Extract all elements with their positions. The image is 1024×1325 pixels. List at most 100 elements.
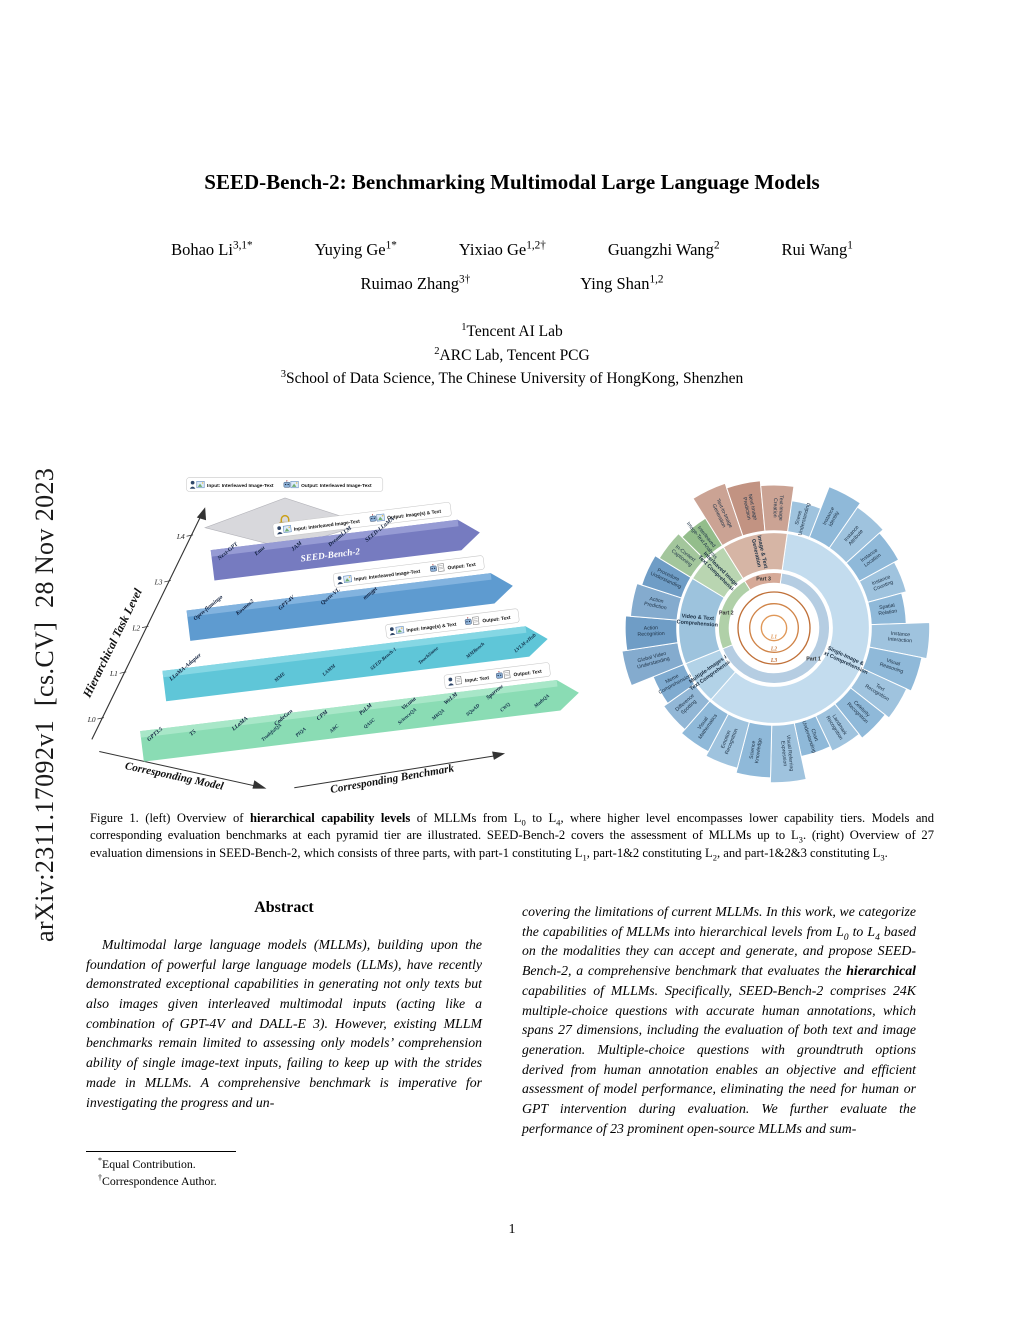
person-icon	[189, 480, 196, 489]
paper-title: SEED-Bench-2: Benchmarking Multimodal La…	[204, 170, 820, 194]
affiliation-text: School of Data Science, The Chinese Univ…	[285, 370, 744, 387]
person-body	[337, 582, 344, 585]
robot-antenna-tip	[432, 564, 434, 566]
axis-tick-mark	[97, 717, 105, 720]
author-affiliation-marker: 1,2†	[526, 239, 546, 252]
robot-antenna-tip	[371, 514, 374, 516]
text-segment: 0	[521, 817, 526, 828]
affiliation-marker: 2	[434, 345, 440, 357]
group-segment	[710, 533, 870, 724]
footnote-correspondence: †Correspondence Author.	[86, 1173, 482, 1190]
pyramid-figure: Hierarchical Task LevelL0L1L2L3L4Corresp…	[79, 477, 579, 796]
text-segment: 4	[556, 817, 561, 828]
robot-icon	[464, 617, 472, 625]
text-segment: Correspondence Author.	[102, 1174, 217, 1189]
doc-sheet	[437, 563, 445, 572]
person-body	[389, 633, 396, 636]
image-sun	[348, 576, 351, 578]
tier-band-top	[162, 626, 527, 678]
tier-band	[186, 573, 513, 641]
text-segment: hierarchical capability levels	[249, 811, 411, 825]
axis-tick-mark	[141, 625, 149, 628]
robot-eye	[431, 567, 433, 570]
text-segment: capabilities of MLLMs. Specifically, SEE…	[522, 982, 916, 1136]
text-segment: , and part-1&2&3 constituting	[716, 845, 873, 860]
robot-eye	[468, 620, 471, 623]
text-segment: 4	[875, 932, 880, 943]
image-icon	[395, 625, 405, 634]
dimension-label: ActionRecognition	[637, 625, 665, 638]
image-mountain	[397, 629, 403, 633]
task-level-axis-label: Hierarchical Task Level	[79, 586, 145, 701]
person-head	[277, 526, 282, 530]
robot-eye	[285, 483, 287, 486]
doc-icon	[437, 563, 445, 572]
text-segment: L	[790, 828, 799, 843]
arxiv-stamp: arXiv:2311.17092v1 [cs.CV] 28 Nov 2023	[30, 467, 59, 942]
affiliation-marker: 3	[280, 368, 286, 380]
author: Guangzhi Wang2	[608, 240, 720, 260]
author-row-2: Ruimao Zhang3†Ying Shan1,2	[0, 274, 1024, 294]
text-segment: 0	[843, 932, 849, 943]
banner-output-label: Output: Text	[447, 562, 476, 571]
person-icon	[448, 677, 454, 686]
robot-head	[283, 481, 291, 488]
person-head	[337, 576, 342, 580]
text-segment: based on the modalities they can accept …	[522, 923, 917, 979]
author-affiliation-marker: 1*	[385, 239, 397, 252]
image-icon	[282, 525, 292, 534]
benchmark-axis	[294, 754, 499, 789]
dimension-label: ActionPrediction	[643, 595, 668, 611]
person-body	[277, 532, 283, 535]
doc-icon	[503, 670, 511, 679]
text-segment: to	[525, 811, 549, 825]
axis-tick-mark	[186, 534, 194, 537]
person-body	[189, 486, 196, 489]
person-head	[448, 677, 453, 682]
affiliation-line: 3School of Data Science, The Chinese Uni…	[0, 367, 1024, 391]
affiliation-text: Tencent AI Lab	[466, 323, 563, 340]
person-icon	[277, 526, 283, 535]
axis-tick-L1: L1	[109, 669, 118, 678]
benchmark-label: ARC	[329, 724, 341, 735]
banner-input-label: Input: Interleaved Image-Text	[207, 483, 274, 489]
author: Bohao Li3,1*	[171, 240, 253, 260]
dimension-segment	[760, 484, 795, 533]
footnotes: *Equal Contribution. †Correspondence Aut…	[86, 1151, 482, 1190]
part-label: Part 1	[806, 657, 821, 663]
text-segment: Multimodal large language models (MLLMs)…	[86, 936, 482, 1110]
level-ring-label-L3: L3	[770, 658, 778, 664]
text-segment: L	[574, 845, 583, 860]
text-segment: L	[548, 811, 557, 825]
text-segment: 1	[582, 852, 587, 863]
person-head	[389, 627, 394, 631]
tier-band-top	[186, 573, 492, 617]
banner-input-label: Input: Text	[465, 675, 490, 684]
text-segment: †	[98, 1173, 103, 1183]
level-ring-L3	[737, 591, 811, 665]
text-segment: , where higher level encompasses lower c…	[90, 811, 935, 843]
text-segment: L	[705, 845, 713, 860]
level-ring-L2	[748, 602, 800, 654]
author-name: Ruimao Zhang	[360, 274, 460, 293]
robot-eye	[433, 567, 436, 569]
robot-antenna-tip	[498, 670, 500, 673]
author-affiliation-marker: 1	[847, 239, 853, 252]
image-icon	[196, 481, 205, 489]
text-segment: . (right) Overview of 27 evaluation dime…	[90, 828, 935, 860]
robot-head	[464, 618, 472, 625]
axis-tick-L4: L4	[176, 532, 185, 541]
text-segment: , part-1&2 constituting	[586, 845, 705, 860]
tier-band	[210, 519, 480, 581]
tier-band-top	[140, 680, 558, 738]
model-axis-arrowhead	[252, 780, 267, 789]
image-mountain	[284, 528, 290, 532]
affiliation-text: ARC Lab, Tencent PCG	[439, 346, 590, 364]
text-segment: Figure 1. (left) Overview of	[90, 811, 250, 825]
banner-output-label: Output: Text	[482, 615, 511, 624]
group-segment	[722, 532, 788, 580]
